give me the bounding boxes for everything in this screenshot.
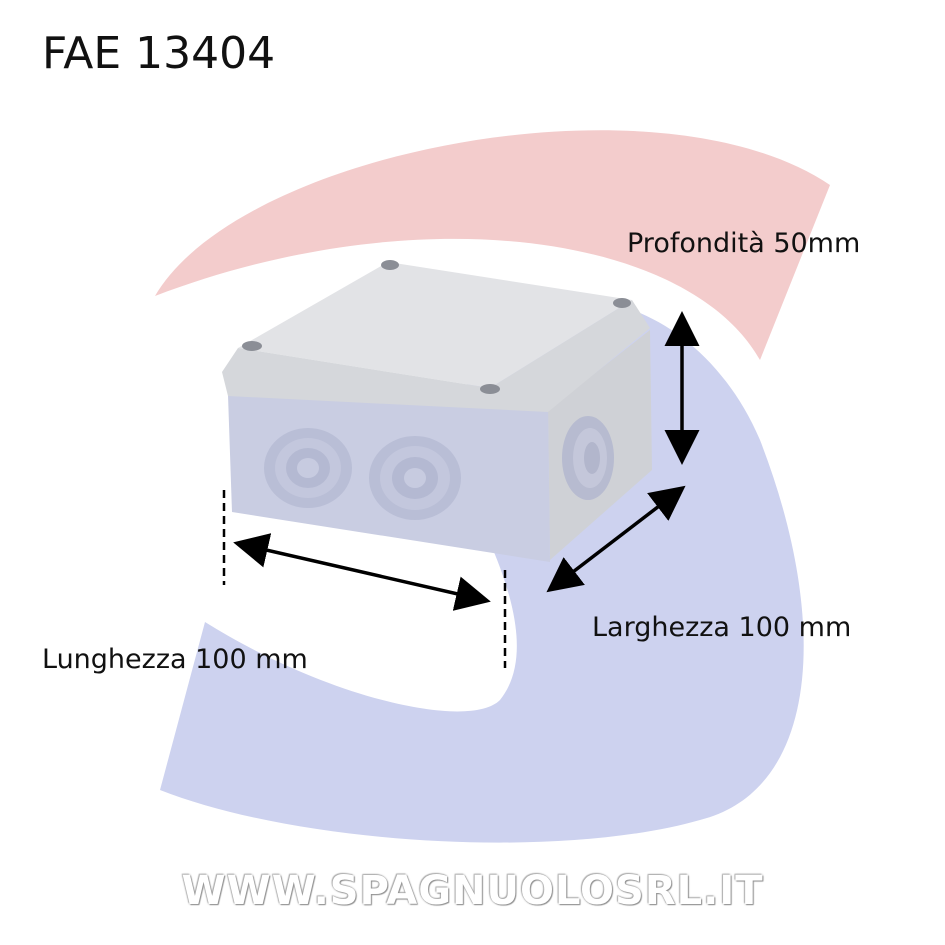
depth-dimension-label: Profondità 50mm [627, 228, 861, 259]
width-dimension-label: Larghezza 100 mm [592, 612, 852, 643]
product-code-title: FAE 13404 [42, 28, 276, 79]
box-lid-rim [222, 300, 650, 412]
cable-gland [264, 428, 352, 508]
dimension-guides [222, 490, 507, 668]
junction-box [222, 260, 652, 562]
logo-red-arc [155, 130, 830, 360]
lid-screw [242, 341, 262, 351]
lid-screw [381, 260, 399, 270]
cable-gland [369, 436, 461, 520]
lid-screw [613, 298, 631, 308]
website-watermark: WWW.SPAGNUOLOSRL.IT [181, 868, 764, 914]
dimension-arrows [233, 311, 700, 611]
box-lid-top [238, 262, 632, 388]
lid-screw [480, 384, 500, 394]
length-arrow [233, 533, 491, 611]
length-dimension-label: Lunghezza 100 mm [42, 644, 308, 675]
width-arrow [546, 485, 686, 593]
cable-gland-side [562, 416, 614, 500]
